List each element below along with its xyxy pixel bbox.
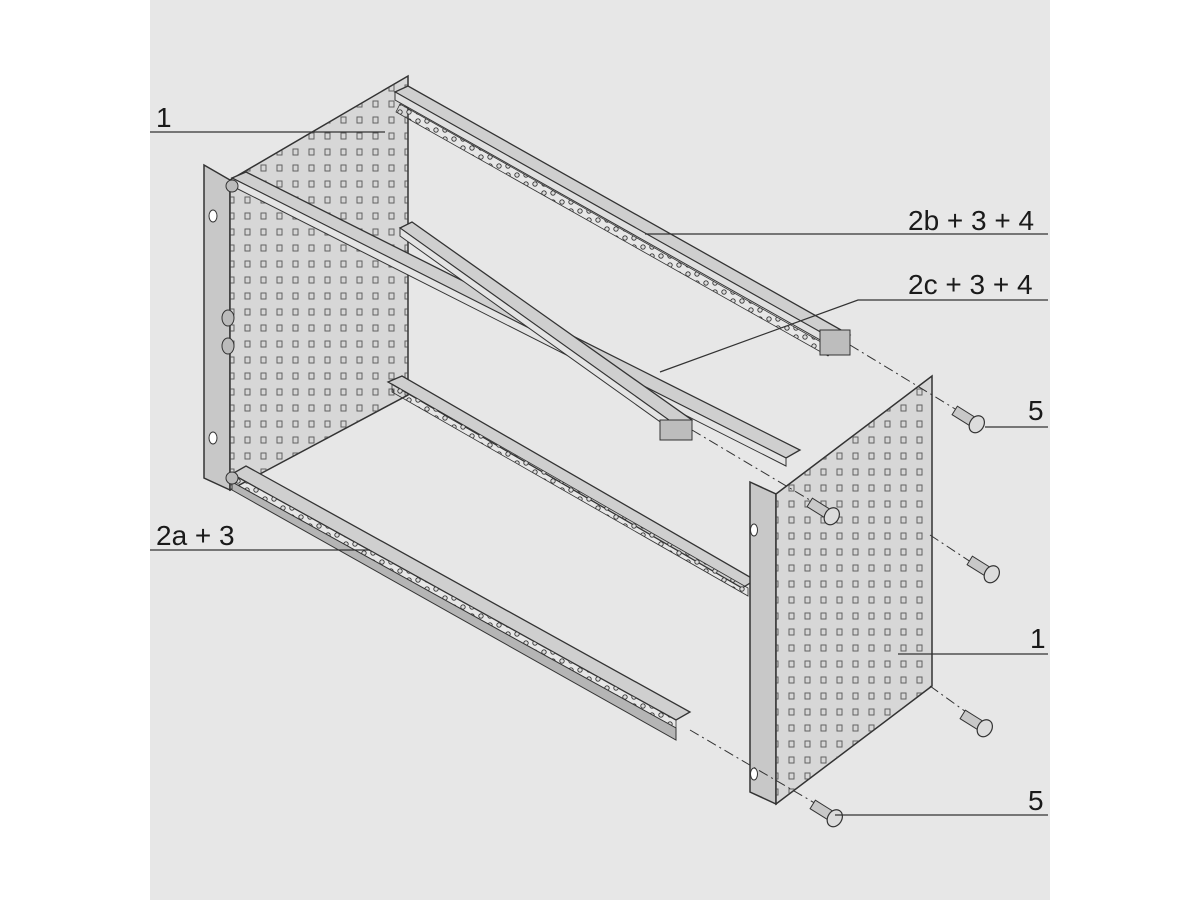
callout-screw-top: 5	[1028, 395, 1044, 426]
rail-2a	[225, 465, 692, 741]
callout-rail-2c: 2c + 3 + 4	[908, 269, 1033, 300]
rail-2c	[398, 221, 694, 441]
callout-rail-2a: 2a + 3	[156, 520, 235, 551]
screw-1	[951, 405, 985, 434]
screw-2	[806, 497, 840, 526]
screw-3	[966, 555, 1000, 584]
leader-lines	[150, 131, 1048, 816]
screw-5	[809, 799, 843, 828]
callout-side-panel-top: 1	[156, 102, 172, 133]
side-panel-right	[749, 374, 933, 806]
side-panel-left	[203, 74, 409, 492]
callout-rail-2b: 2b + 3 + 4	[908, 205, 1034, 236]
rail-2b	[393, 85, 852, 357]
callout-side-panel-bottom: 1	[1030, 623, 1046, 654]
callout-screw-bottom: 5	[1028, 785, 1044, 816]
screw-4	[959, 709, 993, 738]
